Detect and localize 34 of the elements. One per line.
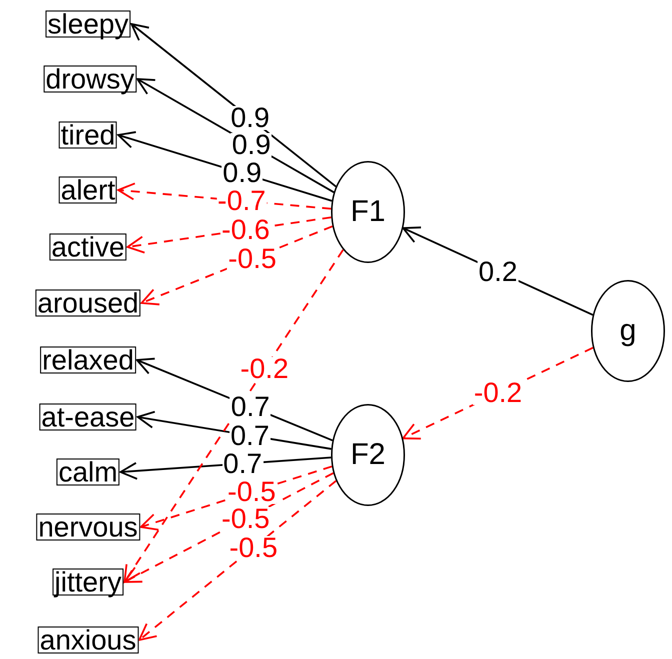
edge-label: -0.5	[227, 246, 278, 270]
variable-box: jittery	[52, 568, 124, 596]
variable-box: active	[49, 234, 127, 260]
variable-box: anxious	[38, 626, 138, 654]
edge-label: -0.5	[228, 536, 279, 560]
factor-label: g	[618, 314, 638, 348]
variable-box: alert	[58, 176, 118, 204]
edge-label: -0.2	[472, 381, 524, 405]
variable-box: nervous	[36, 514, 140, 540]
edge-label: 0.7	[230, 394, 271, 419]
edge-label: 0.7	[222, 452, 264, 476]
edge-label: -0.7	[216, 188, 267, 213]
edge-label: 0.2	[478, 260, 518, 284]
factor-label: F1	[349, 195, 386, 229]
edge-label: 0.9	[222, 161, 263, 186]
edge-label: 0.7	[229, 424, 270, 448]
factor-ellipse	[331, 161, 405, 263]
variable-box: drowsy	[44, 66, 136, 92]
variable-box: sleepy	[46, 10, 130, 38]
edge-label: -0.2	[239, 357, 290, 382]
factor-ellipse	[591, 280, 665, 382]
edge-label: -0.5	[226, 480, 277, 504]
variable-box: relaxed	[40, 346, 136, 374]
factor-label: F2	[349, 438, 386, 472]
variable-box: at-ease	[39, 404, 137, 430]
variable-box: calm	[56, 458, 120, 486]
edge-label: -0.6	[220, 218, 271, 242]
edge-label: 0.9	[230, 106, 271, 130]
edge-label: 0.9	[230, 132, 272, 157]
edge-label: -0.5	[220, 506, 271, 531]
variable-box: aroused	[35, 290, 141, 316]
variable-box: tired	[58, 122, 118, 148]
factor-ellipse	[331, 404, 405, 506]
dashed-arrow	[138, 480, 337, 641]
